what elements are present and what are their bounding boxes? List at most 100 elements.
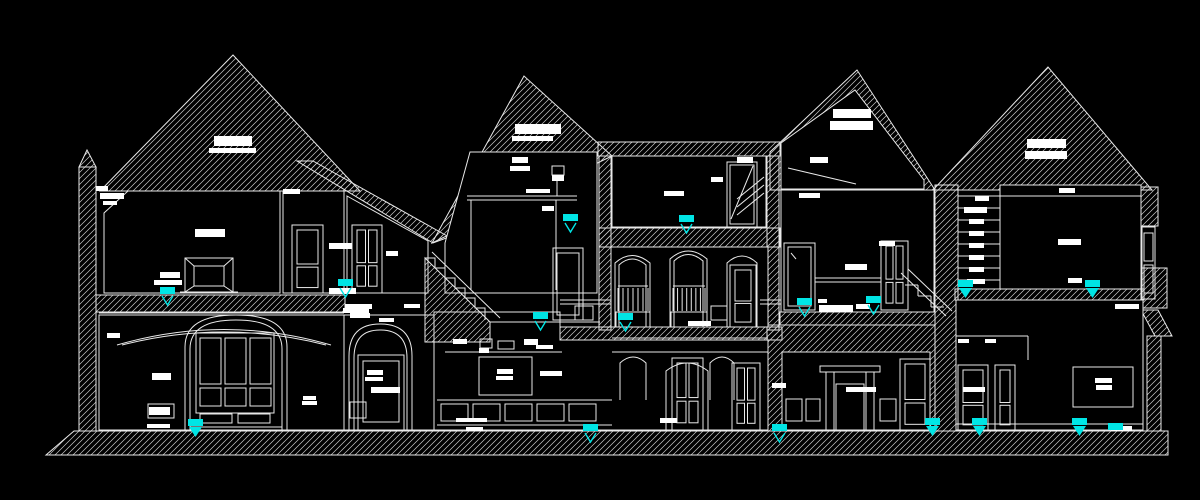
detail-line	[736, 184, 765, 208]
text-label-block	[833, 109, 871, 118]
frame-rect	[147, 403, 175, 419]
text-label-block	[453, 339, 467, 344]
stair-mass	[424, 256, 491, 343]
door-panel4	[671, 357, 704, 431]
text-label-block	[283, 189, 300, 194]
arch-curve	[619, 356, 647, 400]
elevation-arrow-open	[619, 321, 632, 333]
door-frame	[291, 224, 324, 294]
door-panel	[736, 367, 745, 401]
elevation-text-block	[338, 279, 353, 286]
text-label-block	[1095, 378, 1112, 383]
frame-rect	[785, 398, 803, 422]
text-label-block	[799, 193, 820, 198]
arch-curve	[121, 331, 327, 346]
doors-layer	[291, 161, 1016, 431]
detail-line	[787, 167, 857, 185]
arch-curve	[116, 329, 332, 346]
elevation-text-block	[797, 298, 812, 305]
door-panel	[676, 362, 687, 399]
door-panel	[747, 402, 756, 424]
text-label-block	[154, 280, 182, 285]
room-outline	[999, 184, 1142, 290]
text-label-block	[510, 166, 530, 171]
door-frame	[729, 264, 757, 328]
hatched-mass	[1140, 267, 1168, 309]
text-label-blocks-layer	[96, 109, 1139, 431]
balustrade	[617, 285, 649, 313]
text-label-block	[1096, 385, 1112, 390]
text-label-block	[512, 157, 528, 163]
elevation-marker	[618, 313, 633, 333]
text-label-block	[515, 124, 561, 134]
frame-rect	[504, 403, 533, 422]
text-label-block	[540, 371, 562, 376]
text-label-block	[830, 121, 873, 130]
text-label-block	[819, 305, 853, 312]
door-panel	[296, 229, 319, 265]
door-panel	[688, 362, 699, 399]
arch-curve	[669, 250, 708, 327]
text-label-block	[856, 304, 870, 309]
text-label-block	[660, 418, 677, 423]
text-label-block	[664, 191, 684, 196]
text-label-block	[350, 313, 370, 318]
elevation-text-block	[618, 313, 633, 320]
elevation-text-block	[1108, 423, 1123, 430]
text-label-block	[737, 157, 753, 163]
door-frame	[957, 364, 989, 431]
text-label-block	[195, 229, 225, 237]
text-label-block	[1025, 151, 1067, 159]
door-panel	[962, 369, 984, 403]
detail-line	[184, 257, 195, 267]
arch-curve	[665, 362, 709, 430]
hatched-mass	[598, 227, 781, 248]
text-label-block	[772, 383, 786, 388]
elevation-marker	[1085, 280, 1100, 298]
elevation-marker	[958, 280, 973, 298]
elevation-arrow-filled	[1086, 288, 1099, 298]
elevation-text-block	[679, 215, 694, 222]
text-label-block	[479, 348, 489, 353]
text-label-block	[967, 279, 985, 284]
elevation-marker	[188, 419, 203, 437]
room-outline	[957, 189, 1001, 290]
text-label-block	[963, 387, 985, 392]
arch-curve	[726, 255, 758, 327]
arch-curve	[614, 255, 651, 327]
text-label-block	[969, 267, 984, 272]
arch-curve	[353, 329, 408, 430]
elevation-marker	[797, 298, 812, 318]
elevation-marker	[338, 279, 353, 299]
detail-line	[223, 285, 234, 293]
door-panel	[368, 265, 378, 287]
frame-rect	[224, 337, 247, 385]
text-label-block	[329, 243, 352, 249]
frame-rect	[835, 383, 865, 431]
text-label-block	[404, 304, 420, 308]
text-label-block	[711, 177, 723, 182]
arch-curve	[673, 254, 704, 327]
text-label-block	[386, 251, 398, 256]
text-label-block	[343, 308, 369, 313]
frame-rect	[710, 305, 728, 321]
door-frame	[994, 364, 1016, 431]
text-label-block	[497, 369, 513, 374]
elevation-text-block	[563, 214, 578, 221]
door-panel	[904, 402, 926, 425]
frame-rect	[825, 371, 835, 431]
door-panel2	[994, 364, 1016, 431]
text-label-block	[302, 401, 317, 405]
text-label-block	[214, 136, 252, 146]
elevation-arrow-open	[584, 432, 597, 444]
text-label-block	[526, 189, 550, 193]
elevation-text-block	[925, 418, 940, 425]
door-panel4	[880, 240, 909, 311]
door-panel	[895, 245, 904, 280]
frame-rect	[184, 257, 234, 293]
frame-rect	[552, 247, 584, 321]
hatched-mass	[597, 141, 781, 157]
stair-hatch-layer	[424, 256, 491, 343]
elevation-arrow-filled	[926, 426, 939, 436]
